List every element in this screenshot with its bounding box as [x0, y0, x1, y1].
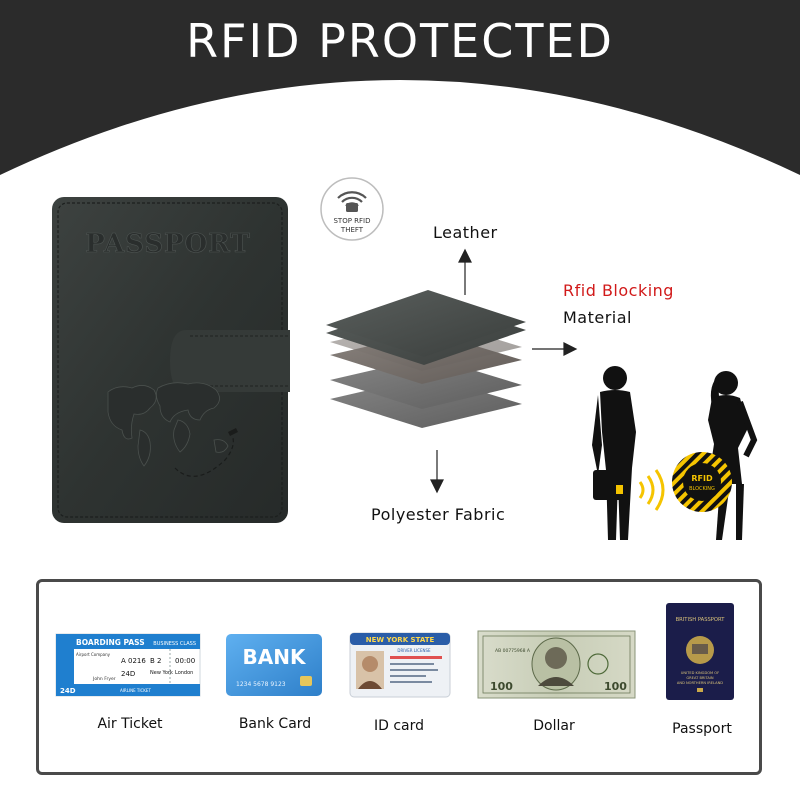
page-title: RFID PROTECTED: [186, 14, 614, 68]
svg-text:John Fryer: John Fryer: [92, 676, 116, 682]
bank-card-image: [226, 634, 322, 696]
svg-text:AB 00775968 A: AB 00775968 A: [495, 648, 531, 654]
item-label-air-ticket: Air Ticket: [97, 716, 163, 732]
svg-text:BUSINESS CLASS: BUSINESS CLASS: [153, 641, 196, 647]
label-rfid-blocking: Rfid Blocking: [563, 281, 674, 300]
uk-passport-image: [666, 603, 734, 700]
svg-text:B 2: B 2: [150, 657, 161, 665]
svg-text:1234 5678 9123: 1234 5678 9123: [236, 681, 286, 688]
svg-text:24D: 24D: [60, 687, 76, 695]
id-card-image: [349, 632, 451, 698]
dollar-bill-image: [477, 630, 636, 699]
label-leather: Leather: [433, 223, 498, 242]
svg-text:UNITED KINGDOM OF: UNITED KINGDOM OF: [681, 671, 719, 675]
svg-text:AND NORTHERN IRELAND: AND NORTHERN IRELAND: [677, 681, 723, 685]
item-label-passport: Passport: [672, 721, 732, 737]
svg-text:New York: New York: [150, 670, 173, 676]
svg-text:BANK: BANK: [243, 645, 307, 669]
svg-text:100: 100: [490, 680, 513, 693]
item-label-id-card: ID card: [373, 718, 425, 734]
svg-text:GREAT BRITAIN: GREAT BRITAIN: [686, 676, 714, 680]
svg-text:NEW YORK STATE: NEW YORK STATE: [366, 636, 435, 644]
header-banner: [0, 0, 800, 175]
svg-text:AIRLINE TICKET: AIRLINE TICKET: [120, 688, 151, 693]
svg-text:DRIVER LICENSE: DRIVER LICENSE: [397, 648, 431, 653]
svg-text:A 0216: A 0216: [121, 657, 146, 665]
svg-text:Airport Company: Airport Company: [76, 652, 111, 657]
svg-text:London: London: [175, 670, 193, 676]
svg-text:BOARDING PASS: BOARDING PASS: [76, 638, 145, 647]
svg-text:00:00: 00:00: [175, 657, 195, 665]
svg-text:100: 100: [604, 680, 627, 693]
svg-text:24D: 24D: [121, 670, 135, 678]
item-label-bank-card: Bank Card: [238, 716, 312, 732]
item-label-dollar: Dollar: [533, 718, 575, 734]
air-ticket-image: [55, 633, 201, 697]
label-material: Material: [563, 308, 632, 327]
svg-text:BRITISH PASSPORT: BRITISH PASSPORT: [676, 617, 726, 623]
label-polyester: Polyester Fabric: [371, 505, 506, 524]
